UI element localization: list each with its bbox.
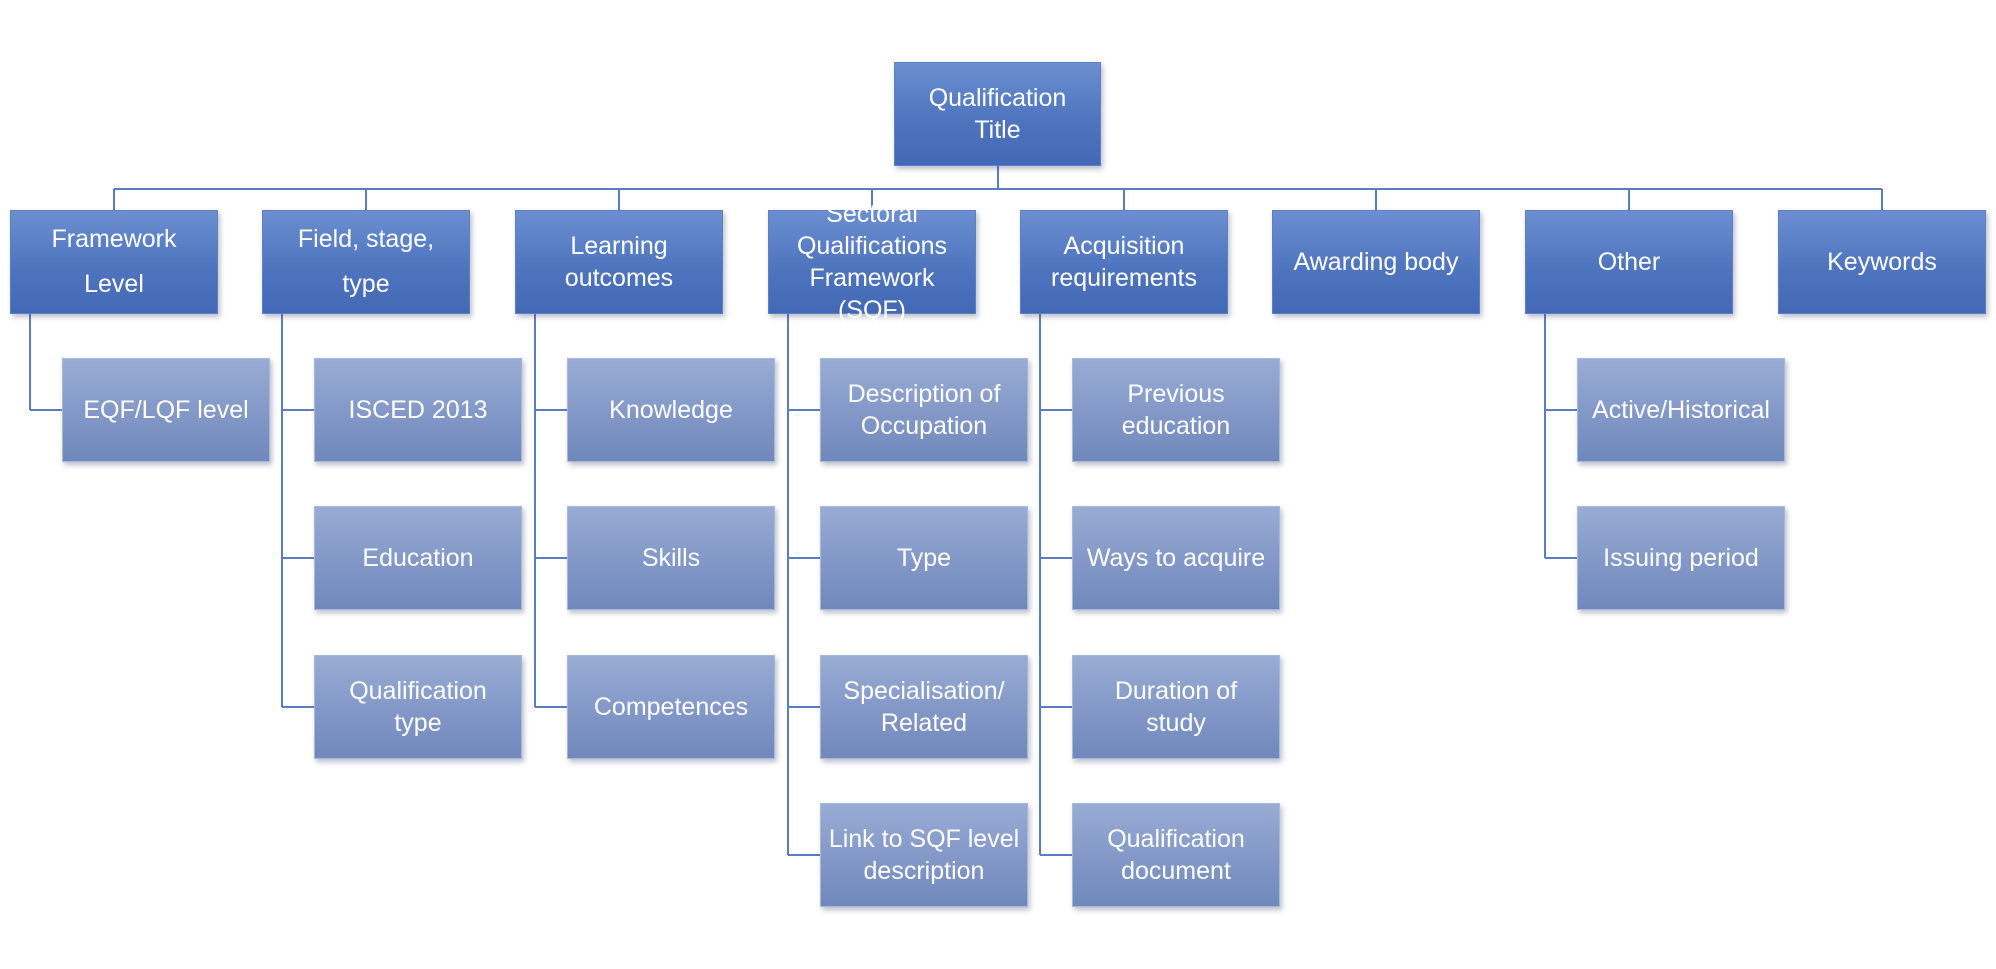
branch-sectoral-qualifications-framework: Sectoral Qualifications Framework (SQF) xyxy=(768,200,976,324)
branch-keywords: Keywords xyxy=(1778,210,1986,314)
branch-learning-outcomes: Learning outcomes xyxy=(515,210,723,314)
leaf-education: Education xyxy=(314,506,522,610)
leaf-specialisation-related: Specialisation/ Related xyxy=(820,655,1028,759)
branch-framework-level: Framework Level xyxy=(10,210,218,314)
root-node-qualification-title: Qualification Title xyxy=(894,62,1101,166)
leaf-active-historical: Active/Historical xyxy=(1577,358,1785,462)
leaf-description-of-occupation: Description of Occupation xyxy=(820,358,1028,462)
leaf-previous-education: Previous education xyxy=(1072,358,1280,462)
leaf-qualification-type: Qualification type xyxy=(314,655,522,759)
leaf-eqf-lqf-level: EQF/LQF level xyxy=(62,358,270,462)
branch-awarding-body: Awarding body xyxy=(1272,210,1480,314)
branch-field-stage-type: Field, stage, type xyxy=(262,210,470,314)
branch-acquisition-requirements: Acquisition requirements xyxy=(1020,210,1228,314)
leaf-issuing-period: Issuing period xyxy=(1577,506,1785,610)
leaf-type: Type xyxy=(820,506,1028,610)
leaf-link-to-sqf-level-description: Link to SQF level description xyxy=(820,803,1028,907)
leaf-competences: Competences xyxy=(567,655,775,759)
leaf-qualification-document: Qualification document xyxy=(1072,803,1280,907)
leaf-isced-2013: ISCED 2013 xyxy=(314,358,522,462)
leaf-knowledge: Knowledge xyxy=(567,358,775,462)
leaf-skills: Skills xyxy=(567,506,775,610)
leaf-ways-to-acquire: Ways to acquire xyxy=(1072,506,1280,610)
leaf-duration-of-study: Duration of study xyxy=(1072,655,1280,759)
branch-other: Other xyxy=(1525,210,1733,314)
